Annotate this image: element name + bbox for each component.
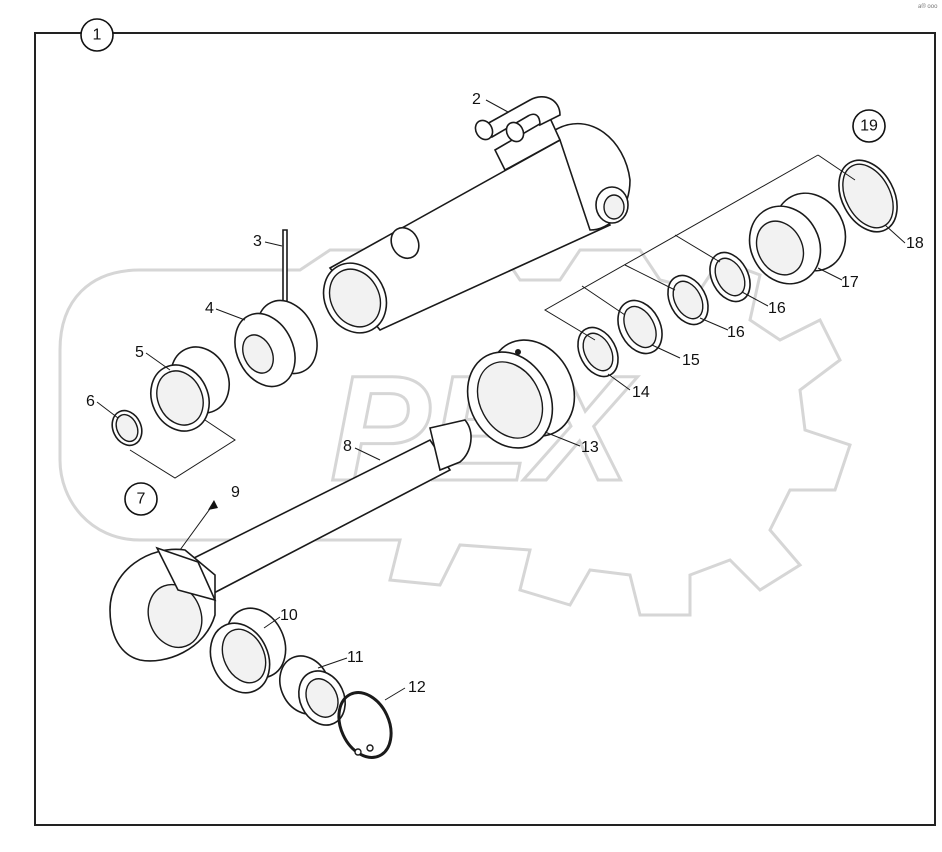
callout-2: 2 <box>472 91 481 108</box>
group-label-seals-text: 19 <box>860 118 878 135</box>
piston <box>466 339 576 449</box>
seal-18 <box>838 159 898 233</box>
seal-16b <box>709 251 751 303</box>
gland-head <box>234 299 318 388</box>
seal-14 <box>577 326 619 378</box>
cotter-pin <box>282 229 288 313</box>
group-label-ring: 7 <box>124 419 236 516</box>
o-ring-6 <box>111 409 143 447</box>
bearing-11 <box>279 655 346 726</box>
callout-16a: 16 <box>727 324 745 341</box>
seal-15 <box>617 299 663 355</box>
grease-marker-9 <box>179 500 218 551</box>
callout-11: 11 <box>347 649 364 666</box>
callout-8: 8 <box>343 438 352 455</box>
callout-9: 9 <box>231 484 240 501</box>
callout-6: 6 <box>86 393 95 410</box>
leader-lines <box>96 99 906 701</box>
corner-mark: a® ooo <box>918 4 938 10</box>
callout-5: 5 <box>135 344 144 361</box>
seal-16a <box>667 274 709 326</box>
callout-10: 10 <box>280 607 298 624</box>
callout-16b: 16 <box>768 300 786 317</box>
fitting-hose <box>474 96 561 143</box>
seal-17 <box>748 192 847 285</box>
callout-4: 4 <box>205 300 214 317</box>
assembly-label: 1 <box>80 18 114 52</box>
callout-18: 18 <box>906 235 924 252</box>
callout-17: 17 <box>841 274 859 291</box>
callout-14: 14 <box>632 384 650 401</box>
group-label-ring-text: 7 <box>137 491 146 508</box>
assembly-frame <box>34 32 936 826</box>
callout-12: 12 <box>408 679 426 696</box>
cylinder-barrel <box>322 116 631 334</box>
callout-3: 3 <box>253 233 262 250</box>
watermark-gear <box>58 248 852 617</box>
piston-rod <box>109 419 472 662</box>
group-label-seals: 19 <box>544 109 886 341</box>
callout-13: 13 <box>581 439 599 456</box>
bushing <box>150 346 230 432</box>
callout-15: 15 <box>682 352 700 369</box>
assembly-label-text: 1 <box>93 27 102 44</box>
circlip-12 <box>337 691 393 759</box>
bearing-10 <box>209 607 287 694</box>
